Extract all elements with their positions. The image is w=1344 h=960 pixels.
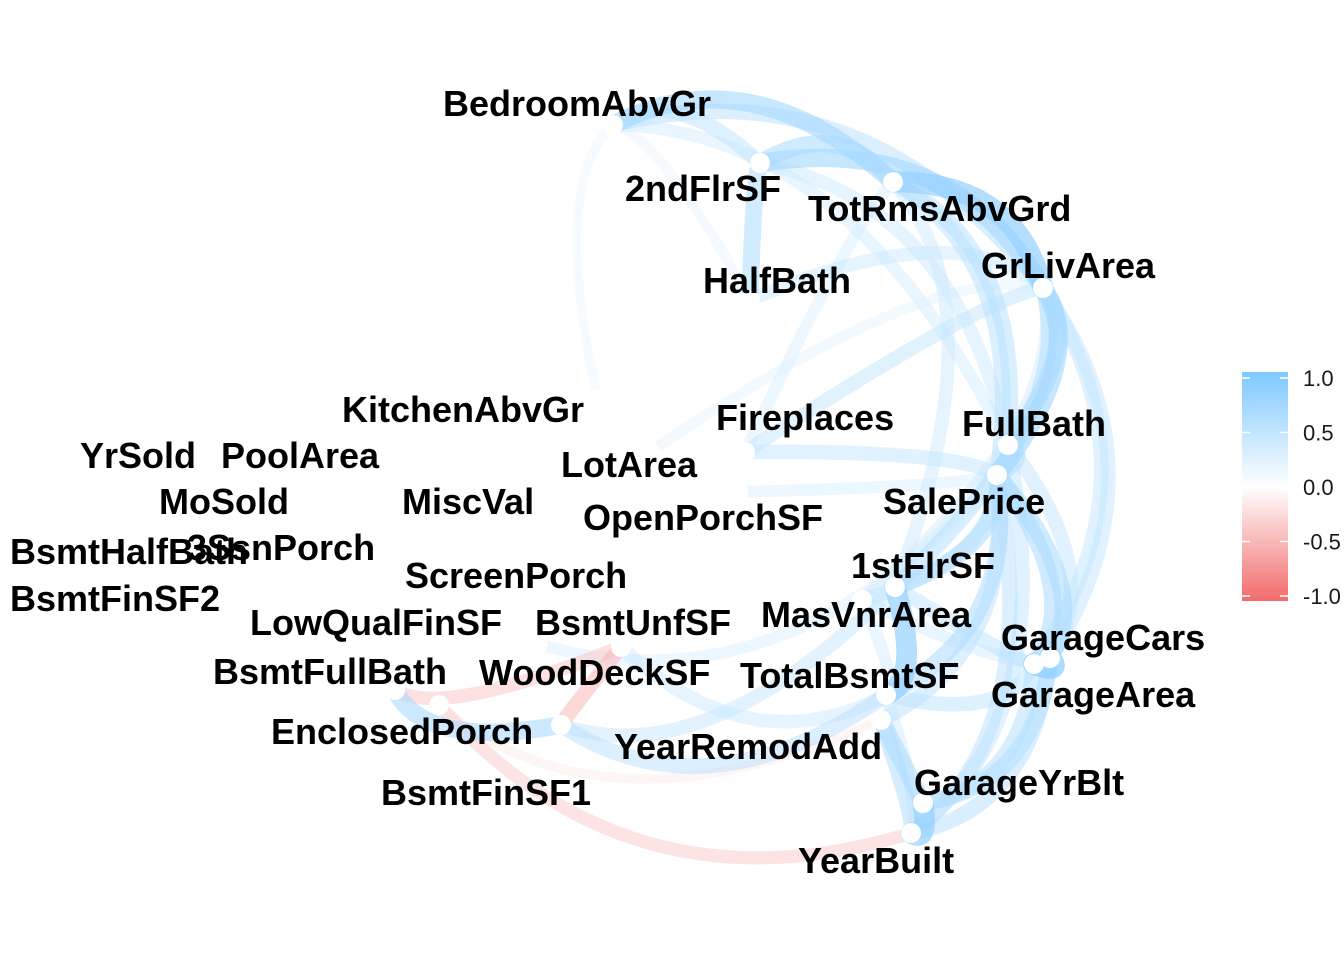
edge-saleprice-fireplaces: [737, 444, 1005, 483]
edge-halfbath-grlivarea: [743, 245, 1050, 307]
node-label-bsmtfullbath: BsmtFullBath: [213, 651, 447, 692]
node-label-saleprice: SalePrice: [883, 481, 1045, 522]
node-dot-bsmtfinsf2: [110, 575, 130, 595]
edge-layer: [386, 90, 1116, 865]
node-dot-layer: [110, 115, 1060, 843]
node-label-garagearea: GarageArea: [991, 674, 1196, 715]
node-dot-1stflrsf: [885, 577, 905, 597]
node-label-bedroomabvgr: BedroomAbvGr: [443, 83, 711, 124]
node-label-bsmtfinsf1: BsmtFinSF1: [381, 772, 591, 813]
node-label-screenporch: ScreenPorch: [405, 555, 627, 596]
node-label-yearbuilt: YearBuilt: [798, 840, 954, 881]
node-label-yearremodadd: YearRemodAdd: [614, 726, 882, 767]
legend-tick-label: 0.0: [1303, 475, 1334, 500]
node-dot-bsmthalfbath: [130, 530, 150, 550]
node-dot-kitchenabvgr: [588, 390, 608, 410]
edge-2ndflrsf-fullbath: [753, 156, 1015, 452]
node-dot-garagearea: [1024, 654, 1044, 674]
node-label-bsmthalfbath: BsmtHalfBath: [10, 531, 248, 572]
node-label-garageyrblt: GarageYrBlt: [914, 762, 1124, 803]
node-dot-grlivarea: [1033, 278, 1053, 298]
node-dot-fireplaces: [735, 442, 755, 462]
node-dot-3ssnporch: [280, 520, 300, 540]
edge-lotarea-grlivarea: [644, 279, 1049, 458]
edge-totrmsabvgrd-1stflrsf: [886, 175, 956, 594]
node-label-2ndflrsf: 2ndFlrSF: [625, 168, 781, 209]
node-dot-totalbsmtsf: [876, 685, 896, 705]
node-dot-saleprice: [987, 465, 1007, 485]
edge-kitchenabvgr-bedroomabvgr: [572, 120, 618, 405]
edge-saleprice-1stflrsf: [886, 466, 1007, 596]
edge-bsmtfullbath-bsmtfinsf1: [386, 681, 570, 742]
node-label-fullbath: FullBath: [962, 403, 1106, 444]
node-label-bsmtfinsf2: BsmtFinSF2: [10, 578, 220, 619]
node-dot-bsmtfullbath: [385, 680, 405, 700]
legend-tick-label: -1.0: [1303, 584, 1341, 609]
node-label-layer: BedroomAbvGr 2ndFlrSF TotRmsAbvGrdHalfBath…: [10, 83, 1205, 881]
node-label-fireplaces: Fireplaces: [716, 397, 894, 438]
node-label-yrsold: YrSold: [80, 435, 196, 476]
node-dot-yearbuilt: [901, 823, 921, 843]
legend-ticks: 1.0 0.5 0.0 -0.5 -1.0: [1242, 366, 1341, 609]
node-dot-lowqualfinsf: [375, 598, 395, 618]
node-dot-mosold: [215, 478, 235, 498]
node-label-poolarea: PoolArea: [221, 435, 380, 476]
node-label-masvnrarea: MasVnrArea: [761, 594, 972, 635]
legend-tick-label: -0.5: [1303, 530, 1341, 555]
color-legend: 1.0 0.5 0.0 -0.5 -1.0: [1242, 366, 1341, 609]
legend-tick-label: 1.0: [1303, 366, 1334, 391]
node-label-openporchsf: OpenPorchSF: [583, 497, 823, 538]
edge-garagecars-garageyrblt: [914, 649, 1059, 812]
node-dot-2ndflrsf: [750, 153, 770, 173]
edge-fireplaces-totrmsabvgrd: [739, 176, 899, 458]
legend-tick-label: 0.5: [1303, 421, 1334, 446]
node-dot-enclosedporch: [429, 695, 449, 715]
edge-totrmsabvgrd-fullbath: [885, 174, 1019, 453]
node-dot-poolarea: [280, 430, 300, 450]
node-dot-wooddecksf: [528, 634, 548, 654]
node-label-grlivarea: GrLivArea: [981, 245, 1156, 286]
edge-1stflrsf-bsmtfinsf1: [553, 579, 903, 743]
node-dot-halfbath: [740, 290, 760, 310]
node-dot-lotarea: [640, 442, 660, 462]
node-dot-screenporch: [510, 552, 530, 572]
node-label-totalbsmtsf: TotalBsmtSF: [740, 655, 959, 696]
edge-totalbsmtsf-bsmtfinsf1: [553, 687, 894, 774]
edge-enclosedporch-yearbuilt: [432, 698, 918, 865]
node-label-bsmtunfsf: BsmtUnfSF: [535, 602, 731, 643]
node-label-halfbath: HalfBath: [703, 260, 851, 301]
node-dot-totrmsabvgrd: [883, 172, 903, 192]
node-label-1stflrsf: 1stFlrSF: [851, 545, 995, 586]
node-label-miscval: MiscVal: [402, 481, 534, 522]
node-label-3ssnporch: 3SsnPorch: [187, 527, 375, 568]
node-dot-yearremodadd: [871, 710, 891, 730]
node-label-enclosedporch: EnclosedPorch: [271, 711, 533, 752]
node-label-kitchenabvgr: KitchenAbvGr: [342, 389, 584, 430]
node-dot-yrsold: [145, 430, 165, 450]
node-label-garagecars: GarageCars: [1001, 617, 1205, 658]
node-dot-bsmtunfsf: [611, 637, 631, 657]
node-label-mosold: MoSold: [159, 481, 289, 522]
edge-totrmsabvgrd-grlivarea: [882, 171, 1054, 299]
node-dot-openporchsf: [728, 482, 748, 502]
node-dot-fullbath: [998, 435, 1018, 455]
edge-bedroomabvgr-fullbath: [606, 118, 1015, 452]
edge-grlivarea-fireplaces: [737, 280, 1051, 460]
node-label-lowqualfinsf: LowQualFinSF: [250, 602, 502, 643]
node-dot-garagecars: [1040, 648, 1060, 668]
node-label-lotarea: LotArea: [561, 444, 698, 485]
node-dot-miscval: [460, 478, 480, 498]
node-label-wooddecksf: WoodDeckSF: [479, 652, 710, 693]
node-dot-bsmtfinsf1: [551, 715, 571, 735]
edge-saleprice-garagecars: [988, 466, 1073, 667]
node-dot-bedroomabvgr: [603, 115, 623, 135]
node-dot-masvnrarea: [852, 590, 872, 610]
node-dot-garageyrblt: [913, 793, 933, 813]
node-label-totrmsabvgrd: TotRmsAbvGrd: [808, 188, 1071, 229]
